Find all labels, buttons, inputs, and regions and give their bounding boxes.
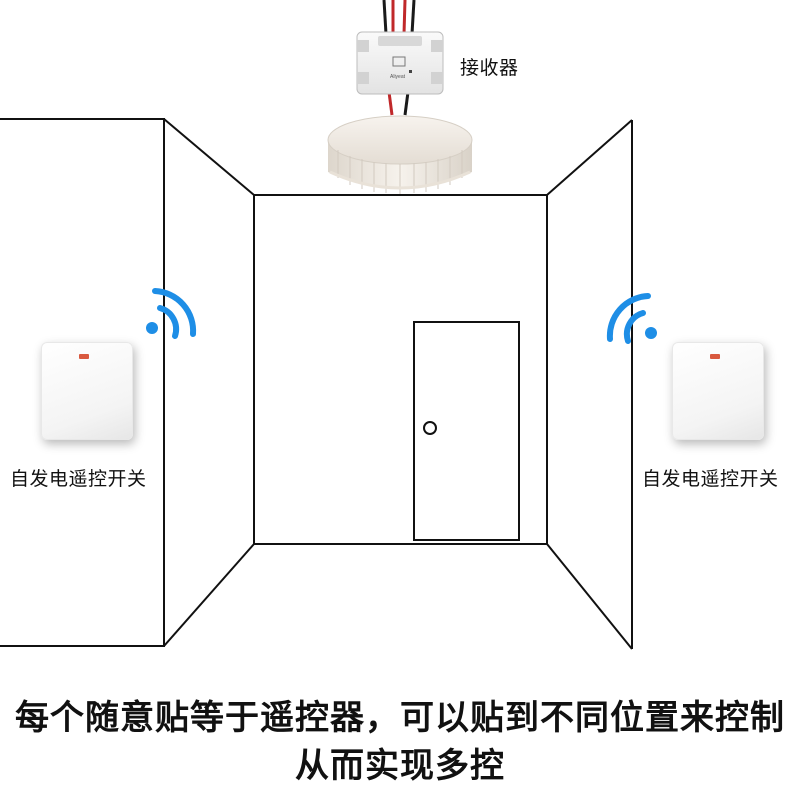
door bbox=[413, 321, 520, 541]
right-wall-top-edge bbox=[546, 119, 633, 196]
receiver-wires bbox=[382, 0, 416, 116]
left-wall-outer bbox=[0, 118, 165, 647]
receiver-module: Aliyeat bbox=[356, 31, 444, 95]
receiver-label: 接收器 bbox=[460, 57, 519, 79]
ceiling-lamp bbox=[327, 115, 473, 194]
wifi-signal-icon-right bbox=[606, 293, 657, 344]
room-outline bbox=[0, 118, 633, 650]
back-wall bbox=[253, 194, 548, 545]
receiver-brand: Aliyeat bbox=[390, 74, 406, 80]
right-remote-switch bbox=[672, 342, 764, 440]
switch-led-indicator bbox=[79, 354, 89, 359]
switch-led-indicator bbox=[710, 354, 720, 359]
left-wall-bottom-edge bbox=[163, 543, 255, 647]
right-wall-bottom-edge bbox=[546, 543, 633, 650]
left-remote-switch bbox=[41, 342, 133, 440]
left-switch-label: 自发电遥控开关 bbox=[10, 468, 147, 490]
door-knob bbox=[423, 421, 437, 435]
caption-line-2: 从而实现多控 bbox=[295, 746, 505, 786]
caption-line-1: 每个随意贴等于遥控器，可以贴到不同位置来控制 bbox=[15, 698, 785, 738]
wifi-signal-icon-left bbox=[146, 288, 197, 339]
right-switch-label: 自发电遥控开关 bbox=[642, 468, 779, 490]
left-wall-top-edge bbox=[163, 118, 255, 196]
